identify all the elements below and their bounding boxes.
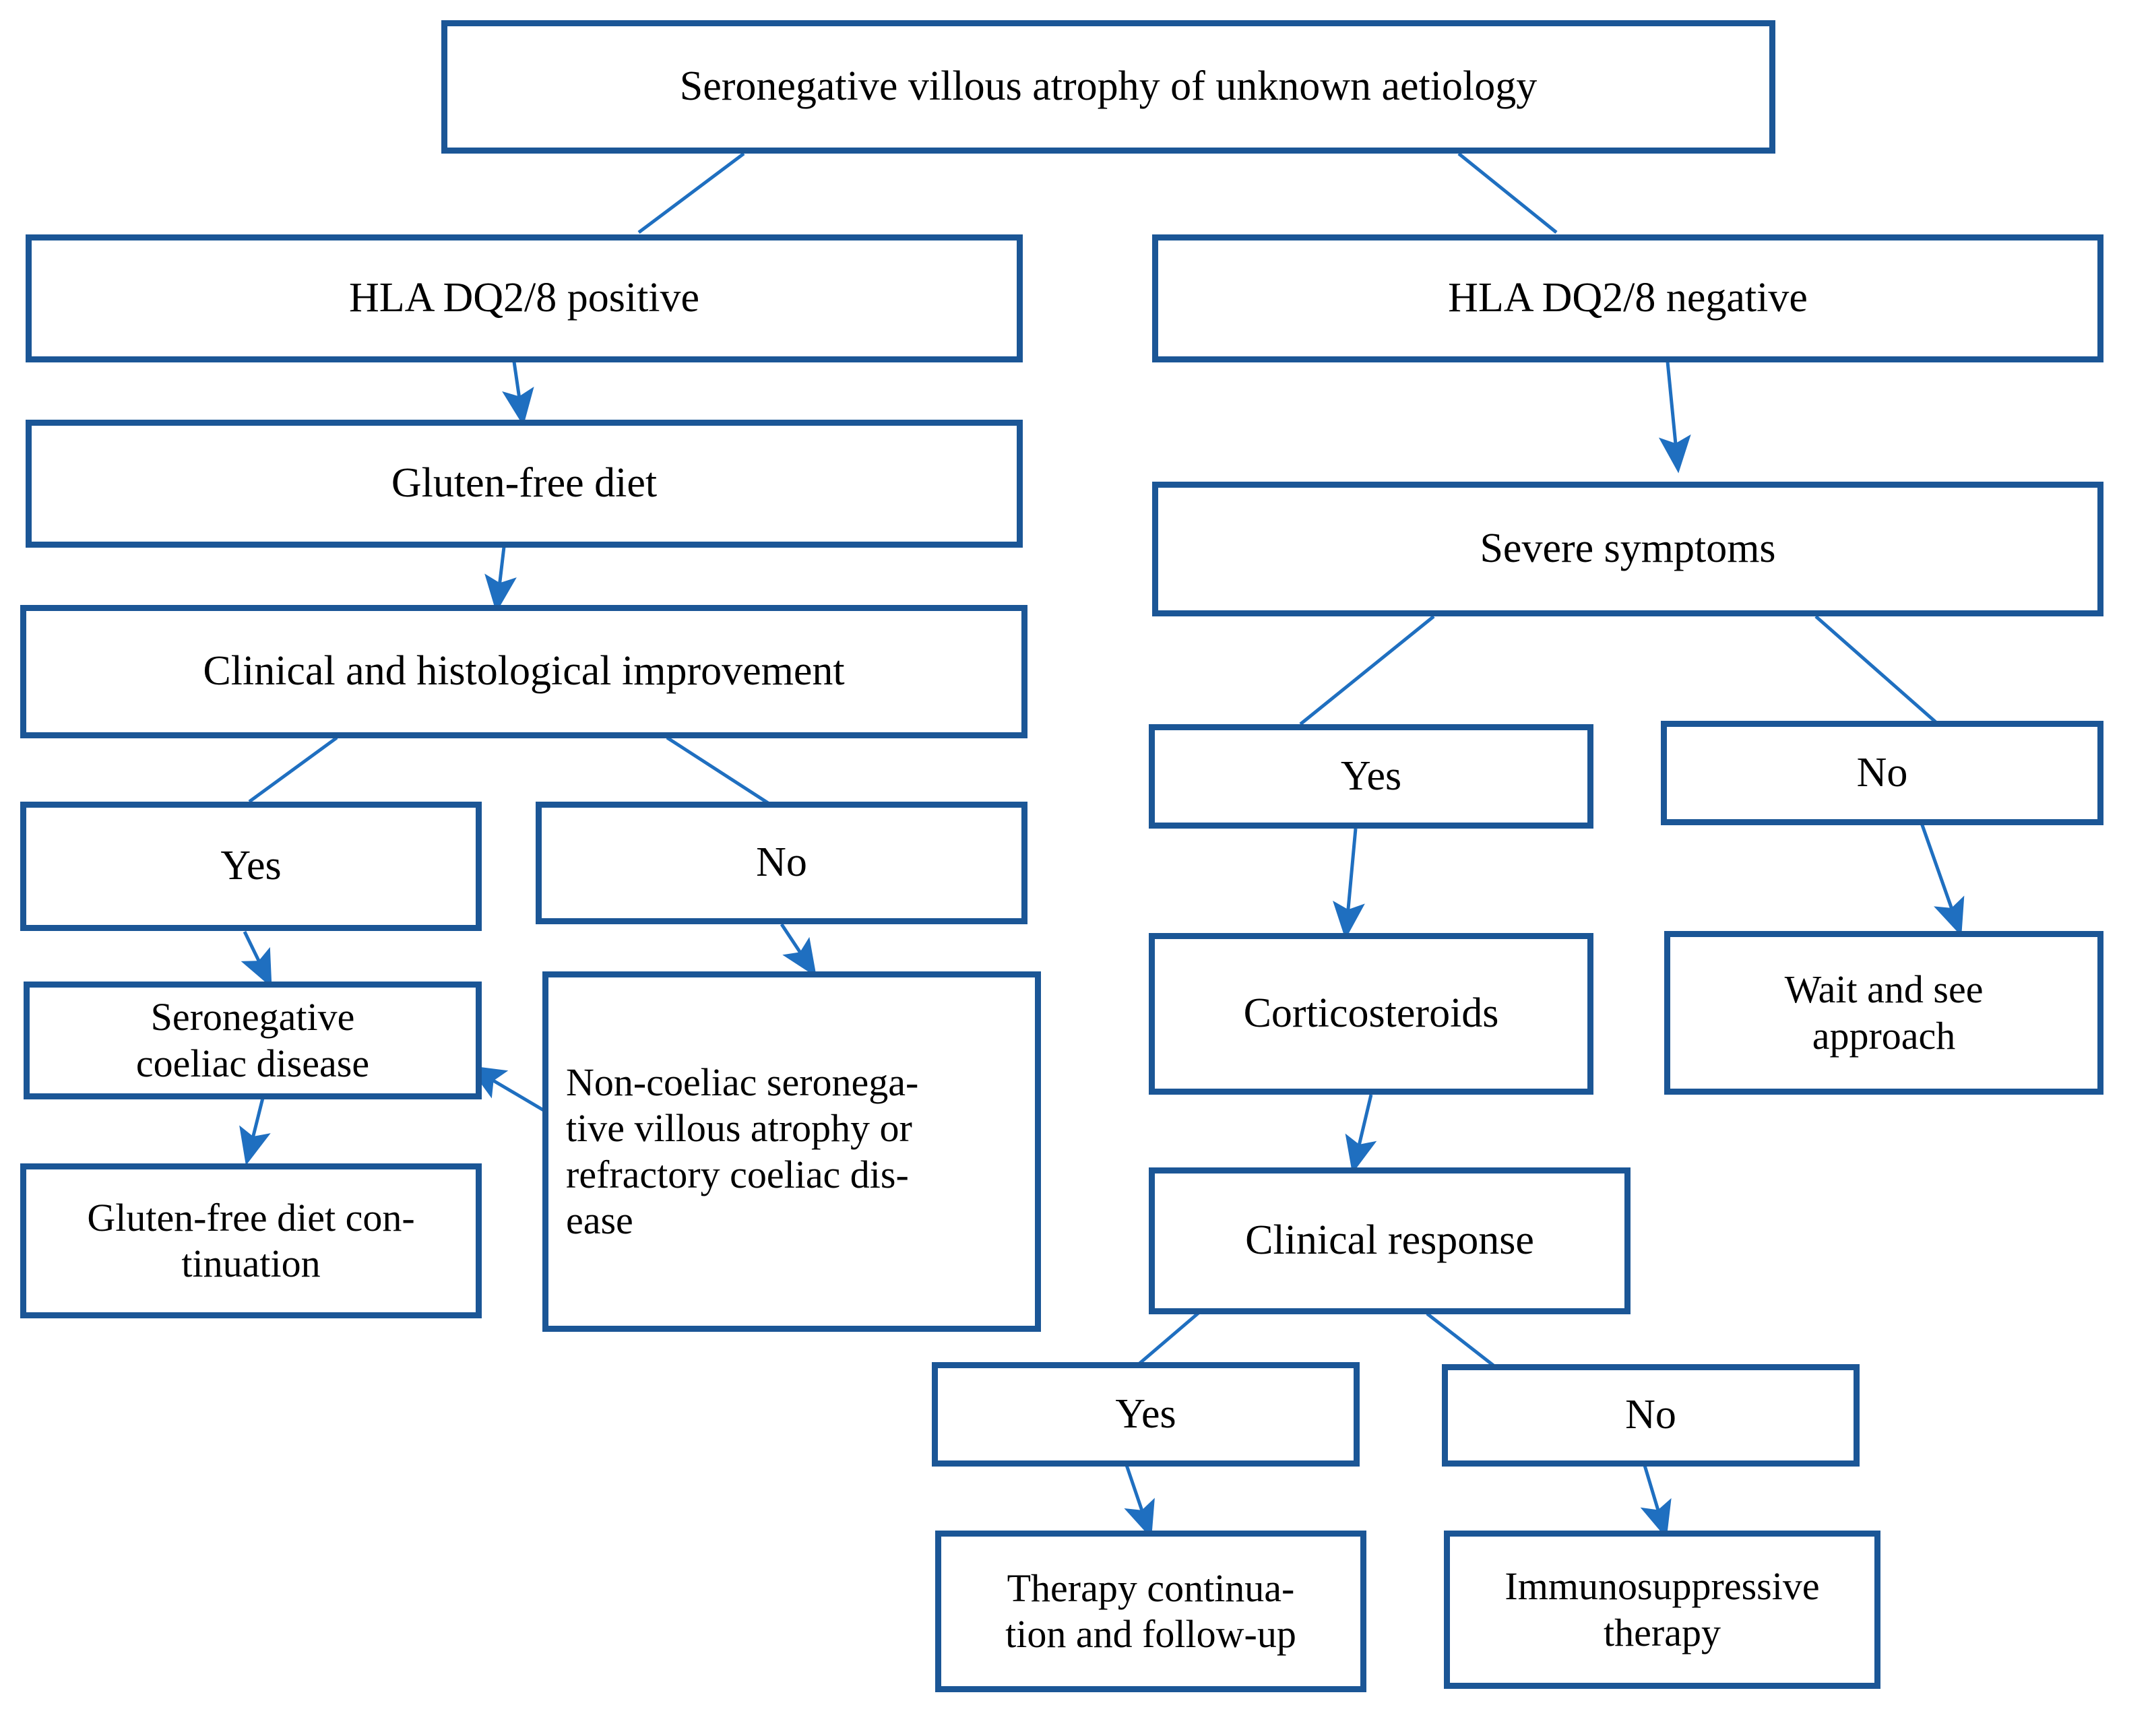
node-severe-no-label: No xyxy=(1856,749,1908,796)
node-therapy-continuation-label: Therapy continua- tion and follow-up xyxy=(1005,1566,1296,1656)
node-improvement-yes[interactable]: Yes xyxy=(20,802,482,931)
edge-clinical-response-to-no xyxy=(1426,1312,1496,1368)
edge-severe-symptoms-to-no xyxy=(1814,615,1942,728)
edge-corticosteroids-to-clinical-response xyxy=(1345,1094,1377,1174)
edge-improvement-to-no xyxy=(666,736,769,805)
node-response-yes-label: Yes xyxy=(1115,1390,1176,1437)
node-severe-yes-label: Yes xyxy=(1340,752,1402,799)
edge-improvement-to-yes xyxy=(248,736,338,804)
node-response-no-label: No xyxy=(1625,1392,1676,1438)
node-improvement[interactable]: Clinical and histological improvement xyxy=(20,605,1027,738)
node-severe-no[interactable]: No xyxy=(1661,721,2103,825)
node-immunosuppressive-therapy-label: Immunosuppressive therapy xyxy=(1505,1564,1820,1654)
node-gluten-free-diet-label: Gluten-free diet xyxy=(391,460,658,507)
edge-yes-to-therapy-continuation xyxy=(1124,1465,1155,1539)
node-severe-symptoms-label: Severe symptoms xyxy=(1480,525,1776,572)
node-improvement-label: Clinical and histological improvement xyxy=(203,648,845,695)
node-gluten-free-diet-continuation-label: Gluten-free diet con- tinuation xyxy=(87,1195,415,1285)
node-corticosteroids[interactable]: Corticosteroids xyxy=(1149,933,1593,1095)
edge-yes-to-seronegative-coeliac-disease xyxy=(241,930,272,988)
node-wait-and-see-label: Wait and see approach xyxy=(1784,967,1984,1058)
node-corticosteroids-label: Corticosteroids xyxy=(1243,990,1499,1037)
node-root-label: Seronegative villous atrophy of unknown … xyxy=(679,63,1538,110)
node-improvement-no[interactable]: No xyxy=(536,802,1027,924)
edge-severe-symptoms-to-yes xyxy=(1299,615,1435,726)
node-severe-symptoms[interactable]: Severe symptoms xyxy=(1152,482,2103,616)
node-therapy-continuation[interactable]: Therapy continua- tion and follow-up xyxy=(935,1531,1366,1692)
edge-root-to-hla-positive xyxy=(637,152,745,234)
node-clinical-response[interactable]: Clinical response xyxy=(1149,1167,1631,1314)
node-immunosuppressive-therapy[interactable]: Immunosuppressive therapy xyxy=(1444,1531,1880,1689)
node-hla-negative-label: HLA DQ2/8 negative xyxy=(1448,275,1808,321)
node-hla-positive[interactable]: HLA DQ2/8 positive xyxy=(26,234,1023,362)
edge-no-to-immunosuppressive-therapy xyxy=(1640,1462,1672,1539)
node-clinical-response-label: Clinical response xyxy=(1245,1217,1534,1264)
node-response-no[interactable]: No xyxy=(1442,1364,1860,1467)
edge-gluten-free-diet-to-improvement xyxy=(484,546,517,613)
edge-non-coeliac-to-seronegative-coeliac-disease xyxy=(468,1065,547,1114)
edge-root-to-hla-negative xyxy=(1457,152,1558,234)
node-root[interactable]: Seronegative villous atrophy of unknown … xyxy=(441,20,1775,154)
node-hla-positive-label: HLA DQ2/8 positive xyxy=(348,275,700,321)
edge-clinical-response-to-yes xyxy=(1137,1311,1201,1365)
node-response-yes[interactable]: Yes xyxy=(932,1362,1360,1467)
edge-yes-to-corticosteroids xyxy=(1333,828,1365,940)
edge-no-to-wait-and-see xyxy=(1920,823,1965,936)
node-hla-negative[interactable]: HLA DQ2/8 negative xyxy=(1152,234,2103,362)
node-severe-yes[interactable]: Yes xyxy=(1149,724,1593,829)
edge-hla-positive-to-gluten-free-diet xyxy=(502,361,534,426)
node-non-coeliac-seronegative[interactable]: Non-coeliac seronega- tive villous atrop… xyxy=(542,971,1041,1332)
node-wait-and-see[interactable]: Wait and see approach xyxy=(1664,931,2103,1095)
node-seronegative-coeliac-disease-label: Seronegative coeliac disease xyxy=(135,995,370,1085)
node-improvement-no-label: No xyxy=(756,839,807,886)
node-improvement-yes-label: Yes xyxy=(220,843,282,889)
node-seronegative-coeliac-disease[interactable]: Seronegative coeliac disease xyxy=(24,982,482,1099)
edge-seronegative-coeliac-disease-to-gfd-continuation xyxy=(239,1097,271,1166)
edge-hla-negative-to-severe-symptoms xyxy=(1658,361,1691,474)
node-non-coeliac-seronegative-label: Non-coeliac seronega- tive villous atrop… xyxy=(566,1060,919,1242)
node-gluten-free-diet-continuation[interactable]: Gluten-free diet con- tinuation xyxy=(20,1163,482,1318)
node-gluten-free-diet[interactable]: Gluten-free diet xyxy=(26,420,1023,548)
edge-no-to-non-coeliac xyxy=(780,923,817,977)
